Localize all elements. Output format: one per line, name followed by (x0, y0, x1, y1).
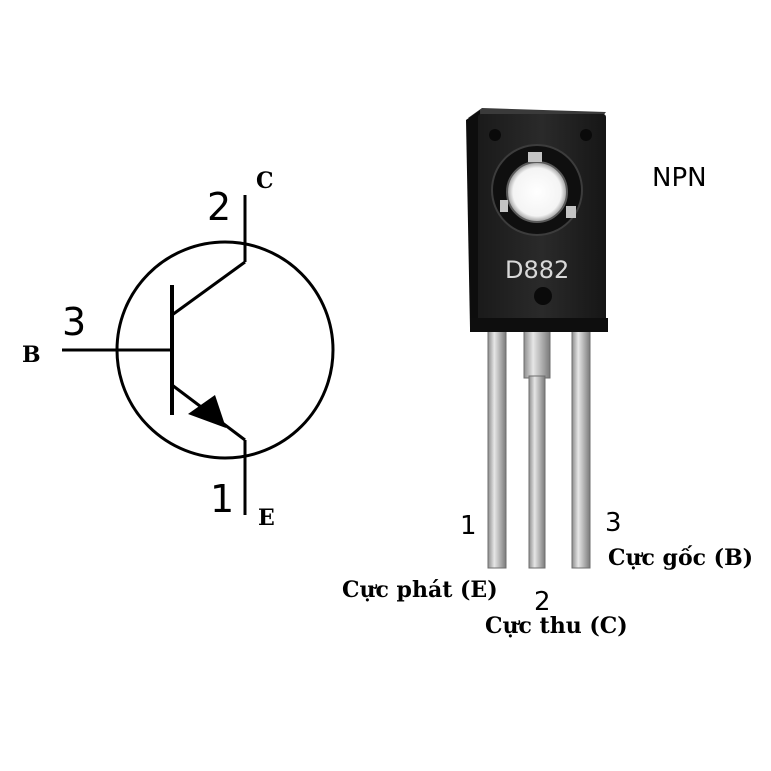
collector-pin-number: 2 (207, 185, 231, 229)
hole-notch-top (528, 152, 542, 162)
emitter-letter: E (258, 505, 275, 531)
pin1-number: 1 (460, 511, 477, 541)
package-marking: D882 (505, 256, 569, 284)
hole-notch-right (566, 206, 576, 218)
transistor-type: NPN (652, 163, 707, 193)
pin2-label: Cực thu (C) (485, 613, 628, 639)
collector-letter: C (256, 168, 274, 194)
pin1-index-dot (534, 287, 552, 305)
mounting-hole (506, 161, 568, 223)
pin2-leg-shoulder (523, 327, 551, 379)
hole-notch-left (500, 200, 508, 212)
pin1-leg (487, 327, 507, 569)
pin-legs (487, 327, 591, 569)
pin1-label: Cực phát (E) (342, 577, 498, 603)
pin3-leg (571, 327, 591, 569)
pin2-leg (528, 375, 546, 569)
npn-symbol (62, 195, 335, 515)
mold-dot-left (489, 129, 501, 141)
to126-package: D882 (466, 108, 608, 569)
package-base (470, 318, 608, 332)
pin3-number: 3 (605, 508, 622, 538)
pin2-number: 2 (534, 587, 551, 617)
emitter-pin-number: 1 (210, 477, 234, 521)
pin3-label: Cực gốc (B) (608, 545, 753, 571)
mold-dot-right (580, 129, 592, 141)
base-pin-number: 3 (62, 300, 86, 344)
base-letter: B (22, 342, 41, 368)
emitter-arrow-icon (188, 395, 226, 428)
collector-lead-diagonal (171, 260, 246, 317)
